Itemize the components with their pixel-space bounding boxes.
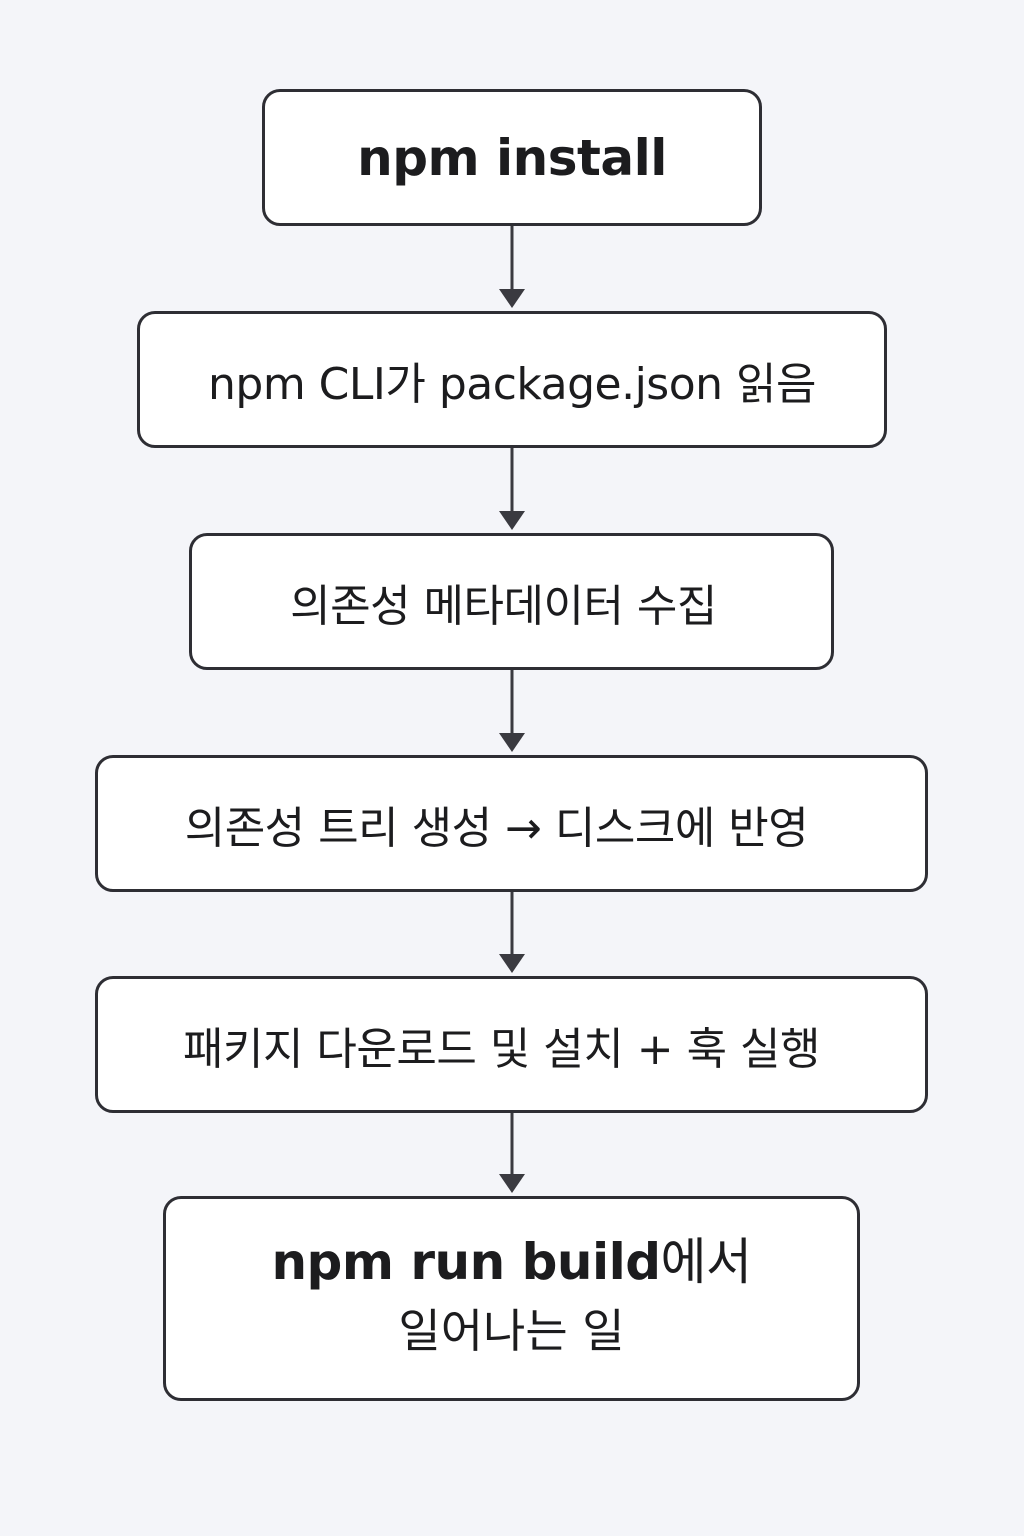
arrow-2 xyxy=(499,448,525,530)
arrow-1 xyxy=(499,226,525,308)
step-npm-run-build: npm run build에서 일어나는 일 xyxy=(163,1196,860,1401)
step-collect-metadata-label: 의존성 메타데이터 수집 xyxy=(290,580,717,632)
final-step-suffix: 에서 xyxy=(660,1232,753,1291)
step-build-dependency-tree: 의존성 트리 생성 → 디스크에 반영 xyxy=(95,755,928,892)
step-npm-install: npm install xyxy=(262,89,762,226)
final-step-subtitle: 일어나는 일 xyxy=(398,1303,625,1358)
arrow-4 xyxy=(499,892,525,973)
final-step-title: npm run build에서 xyxy=(271,1230,753,1294)
arrow-3 xyxy=(499,670,525,752)
step-read-package-json: npm CLI가 package.json 읽음 xyxy=(137,311,887,448)
step-collect-metadata: 의존성 메타데이터 수집 xyxy=(189,533,834,670)
arrow-5 xyxy=(499,1113,525,1193)
final-step-command: npm run build xyxy=(271,1232,661,1291)
step-read-package-json-label: npm CLI가 package.json 읽음 xyxy=(208,358,817,410)
step-download-install-label: 패키지 다운로드 및 설치 + 훅 실행 xyxy=(182,1023,821,1075)
step-download-install: 패키지 다운로드 및 설치 + 훅 실행 xyxy=(95,976,928,1113)
step-npm-install-label: npm install xyxy=(357,128,667,187)
step-build-dependency-tree-label: 의존성 트리 생성 → 디스크에 반영 xyxy=(184,802,809,854)
